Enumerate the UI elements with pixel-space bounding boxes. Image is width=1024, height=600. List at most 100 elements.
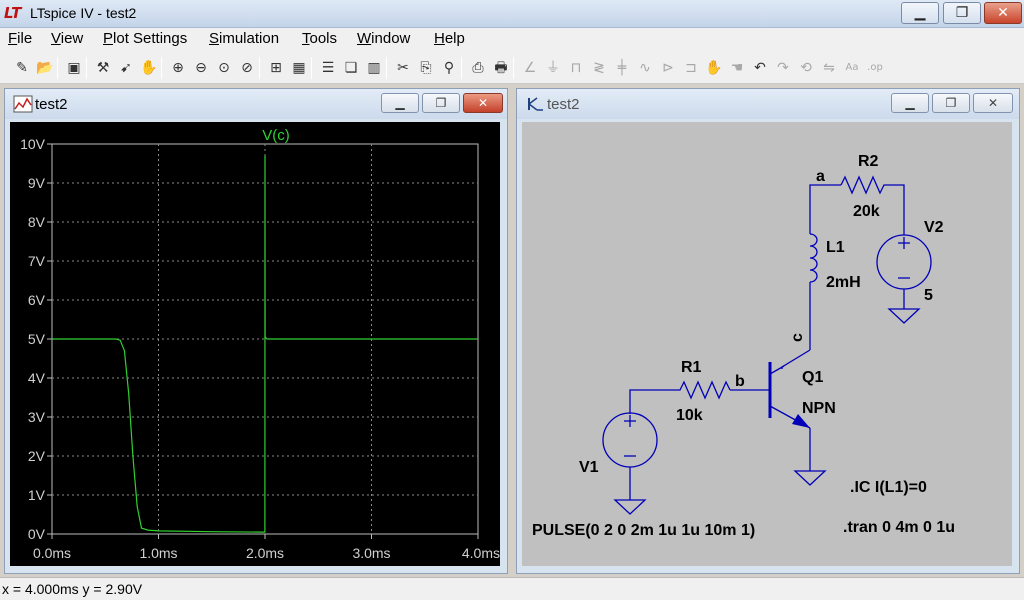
mirror-icon[interactable]: ⇋ bbox=[823, 60, 835, 76]
run-icon[interactable]: ➹ bbox=[120, 60, 132, 76]
zoom-cancel-icon[interactable]: ⊘ bbox=[241, 60, 253, 76]
wire-icon[interactable]: ∠ bbox=[523, 60, 537, 76]
open-icon[interactable]: 📂 bbox=[36, 60, 54, 76]
zoom-fit-icon[interactable]: ⊙ bbox=[218, 60, 230, 76]
capacitor-icon[interactable]: ╪ bbox=[617, 60, 627, 76]
menu-bar: File View Plot Settings Simulation Tools Wind… bbox=[0, 28, 1024, 52]
print-preview-icon[interactable]: ⎙ bbox=[472, 60, 484, 76]
tile-vertical-icon[interactable]: ▥ bbox=[367, 60, 381, 76]
ground-icon[interactable] bbox=[793, 470, 827, 486]
save-icon[interactable]: ▣ bbox=[67, 60, 81, 76]
v1-name-label: V1 bbox=[579, 459, 599, 476]
ground-icon[interactable]: ⏚ bbox=[546, 60, 560, 76]
minimize-button[interactable]: ▁ bbox=[901, 2, 939, 24]
schematic-canvas[interactable]: a R2 20k V2 5 L1 2mH c Q1 NPN b R1 10k V… bbox=[522, 122, 1012, 566]
print-icon[interactable]: 🖶 bbox=[494, 60, 508, 76]
inductor-l1-symbol[interactable] bbox=[809, 233, 818, 283]
v1-value-label: PULSE(0 2 0 2m 1u 1u 10m 1) bbox=[532, 522, 755, 539]
menu-help[interactable]: Help bbox=[434, 30, 465, 47]
schematic-drawing[interactable]: a R2 20k V2 5 L1 2mH c Q1 NPN b R1 10k V… bbox=[522, 122, 1012, 566]
resistor-r2-symbol[interactable] bbox=[840, 175, 905, 225]
component-icon[interactable]: ⊐ bbox=[685, 60, 697, 76]
new-schematic-icon[interactable]: ✎ bbox=[16, 60, 28, 76]
cascade-icon[interactable]: ❏ bbox=[344, 60, 358, 76]
close-icon: ✕ bbox=[997, 5, 1009, 21]
text-icon[interactable]: Aa bbox=[845, 62, 859, 73]
toolbar-separator bbox=[311, 57, 312, 79]
menu-simulation[interactable]: Simulation bbox=[209, 30, 280, 47]
r2-name-label: R2 bbox=[858, 153, 879, 170]
y-tick-label: 10V bbox=[20, 136, 46, 152]
label-icon[interactable]: ⊓ bbox=[570, 60, 582, 76]
spice-directive-icon[interactable]: .op bbox=[867, 62, 883, 73]
y-tick-label: 9V bbox=[28, 175, 46, 191]
v2-name-label: V2 bbox=[924, 219, 944, 236]
schematic-window-title: test2 bbox=[547, 96, 580, 113]
drag-icon[interactable]: ☚ bbox=[730, 60, 744, 76]
schematic-restore-button[interactable]: ❐ bbox=[932, 93, 970, 113]
resistor-icon[interactable]: ≷ bbox=[593, 60, 605, 76]
halt-icon[interactable]: ✋ bbox=[140, 60, 158, 76]
trace-label[interactable]: V(c) bbox=[262, 127, 290, 144]
inductor-icon[interactable]: ∿ bbox=[639, 60, 651, 76]
y-tick-label: 3V bbox=[28, 409, 46, 425]
y-tick-label: 0V bbox=[28, 526, 46, 542]
find-icon[interactable]: ⚲ bbox=[443, 60, 455, 76]
diode-icon[interactable]: ⊳ bbox=[662, 60, 674, 76]
schematic-close-button[interactable]: ✕ bbox=[973, 93, 1013, 113]
wire[interactable] bbox=[809, 184, 841, 194]
rotate-icon[interactable]: ⟲ bbox=[800, 60, 812, 76]
zoom-out-icon[interactable]: ⊖ bbox=[195, 60, 207, 76]
net-label-b: b bbox=[735, 373, 745, 390]
grid-icon[interactable]: ▦ bbox=[292, 60, 306, 76]
trace-line[interactable] bbox=[52, 155, 478, 533]
plot-close-button[interactable]: ✕ bbox=[463, 93, 503, 113]
menu-plot-settings[interactable]: Plot Settings bbox=[103, 30, 188, 47]
restore-icon: ❐ bbox=[435, 96, 447, 110]
restore-icon: ❐ bbox=[945, 96, 957, 110]
ltspice-logo-icon: LT bbox=[4, 4, 22, 22]
plot-restore-button[interactable]: ❐ bbox=[422, 93, 460, 113]
schematic-window-title-bar[interactable]: test2 ▁ ❐ ✕ bbox=[517, 89, 1019, 119]
title-bar: LT LTspice IV - test2 ▁ ❐ ✕ bbox=[0, 0, 1024, 28]
schematic-minimize-button[interactable]: ▁ bbox=[891, 93, 929, 113]
copy-icon[interactable]: ⎘ bbox=[420, 60, 432, 76]
tran-directive[interactable]: .tran 0 4m 0 1u bbox=[843, 519, 955, 536]
redo-icon[interactable]: ↷ bbox=[777, 60, 789, 76]
tile-horizontal-icon[interactable]: ☰ bbox=[321, 60, 335, 76]
close-icon: ✕ bbox=[477, 96, 489, 110]
net-label-a: a bbox=[816, 168, 825, 185]
wire[interactable] bbox=[781, 349, 811, 369]
undo-icon[interactable]: ↶ bbox=[754, 60, 766, 76]
r2-value-label: 20k bbox=[853, 203, 880, 220]
ic-directive[interactable]: .IC I(L1)=0 bbox=[850, 479, 927, 496]
y-tick-label: 1V bbox=[28, 487, 46, 503]
control-panel-icon[interactable]: ⚒ bbox=[96, 60, 110, 76]
y-tick-label: 2V bbox=[28, 448, 46, 464]
zoom-in-icon[interactable]: ⊕ bbox=[172, 60, 184, 76]
menu-window[interactable]: Window bbox=[357, 30, 411, 47]
x-tick-label: 2.0ms bbox=[246, 545, 284, 561]
schematic-icon bbox=[528, 97, 543, 111]
cut-icon[interactable]: ✂ bbox=[397, 60, 409, 76]
ground-icon[interactable] bbox=[613, 499, 647, 515]
x-tick-label: 4.0ms bbox=[462, 545, 500, 561]
q1-value-label: NPN bbox=[802, 400, 836, 417]
close-button[interactable]: ✕ bbox=[984, 2, 1022, 24]
l1-name-label: L1 bbox=[826, 239, 845, 256]
move-icon[interactable]: ✋ bbox=[705, 60, 723, 76]
menu-view[interactable]: View bbox=[51, 30, 84, 47]
resistor-r1-symbol[interactable] bbox=[629, 380, 731, 414]
menu-tools[interactable]: Tools bbox=[302, 30, 338, 47]
autorange-icon[interactable]: ⊞ bbox=[270, 60, 282, 76]
v2-value-label: 5 bbox=[924, 287, 933, 304]
x-tick-label: 0.0ms bbox=[33, 545, 71, 561]
plot-minimize-button[interactable]: ▁ bbox=[381, 93, 419, 113]
menu-file[interactable]: File bbox=[8, 30, 33, 47]
ground-icon[interactable] bbox=[887, 308, 921, 324]
plot-window-title-bar[interactable]: test2 ▁ ❐ ✕ bbox=[5, 89, 507, 119]
y-tick-label: 7V bbox=[28, 253, 46, 269]
restore-button[interactable]: ❐ bbox=[943, 2, 981, 24]
